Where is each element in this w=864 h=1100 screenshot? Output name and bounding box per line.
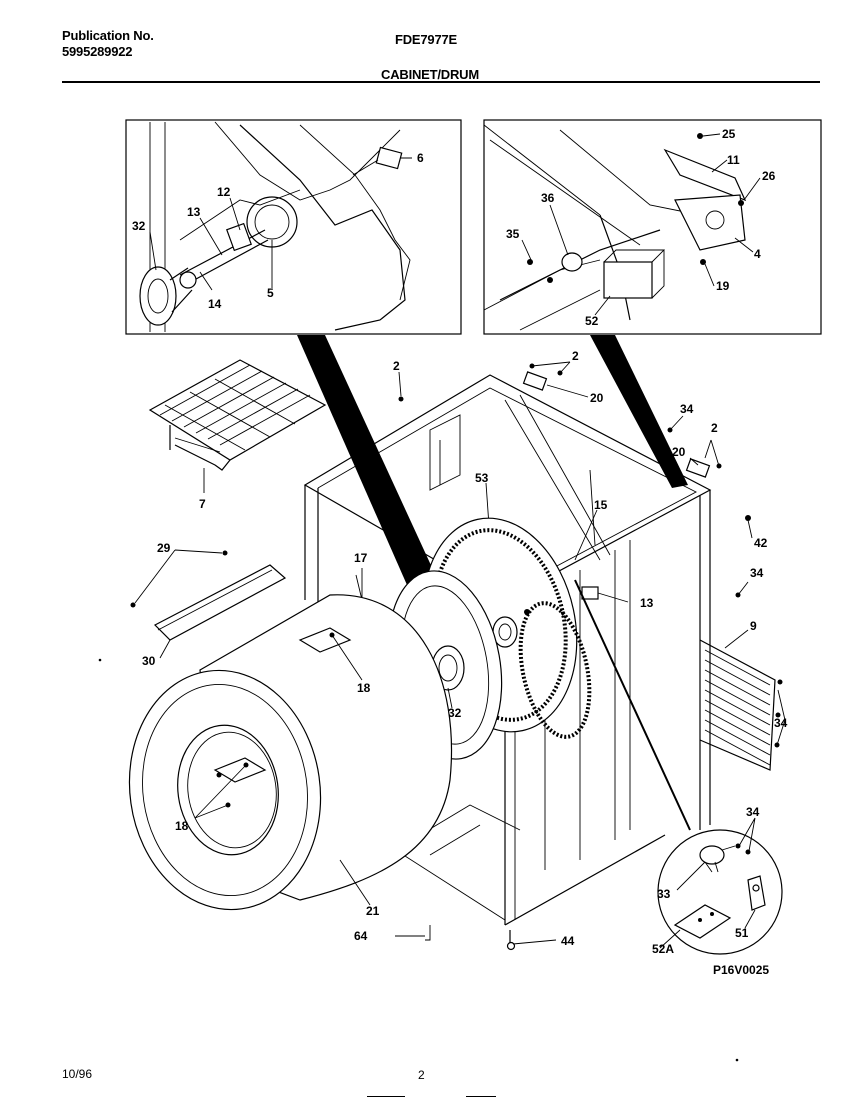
callout-2-cab: 2 (572, 349, 579, 363)
callout-17: 17 (354, 551, 368, 565)
callout-52A: 52A (652, 942, 674, 956)
callout-36: 36 (541, 191, 555, 205)
footer-page-number: 2 (418, 1068, 425, 1082)
callout-32: 32 (132, 219, 146, 233)
callout-2-right: 2 (711, 421, 718, 435)
callout-21: 21 (366, 904, 380, 918)
callout-34-screen: 34 (774, 716, 788, 730)
baffle: 29 30 (130, 541, 287, 668)
callout-32-drum: 32 (448, 706, 462, 720)
callout-34-mid: 34 (750, 566, 764, 580)
callout-5: 5 (267, 286, 274, 300)
callout-34-detail: 34 (746, 805, 760, 819)
drum: 18 18 21 (128, 594, 453, 918)
callout-14: 14 (208, 297, 222, 311)
callout-29: 29 (157, 541, 171, 555)
callout-64: 64 (354, 929, 368, 943)
detail-beam-right (590, 335, 688, 488)
callout-20-right: 20 (672, 445, 686, 459)
callout-34-top: 34 (680, 402, 694, 416)
diagram-code: P16V0025 (713, 963, 769, 977)
callout-19: 19 (716, 279, 730, 293)
footer-mark-right (466, 1096, 496, 1097)
callout-18-front: 18 (175, 819, 189, 833)
callout-13: 13 (640, 596, 654, 610)
inset-left: 6 12 13 32 14 5 (125, 119, 462, 335)
callout-33: 33 (657, 887, 671, 901)
callout-35: 35 (506, 227, 520, 241)
publication-number: 5995289922 (62, 44, 133, 59)
callout-25: 25 (722, 127, 736, 141)
drying-rack: 7 2 (148, 359, 404, 511)
callout-51: 51 (735, 926, 749, 940)
callout-13: 13 (187, 205, 201, 219)
callout-26: 26 (762, 169, 776, 183)
callout-18-top: 18 (357, 681, 371, 695)
callout-44: 44 (561, 934, 575, 948)
callout-42: 42 (754, 536, 768, 550)
callout-15: 15 (594, 498, 608, 512)
footer-mark-left (367, 1096, 405, 1097)
footer-date: 10/96 (62, 1067, 93, 1081)
callout-7: 7 (199, 497, 206, 511)
inset-right: 25 11 26 36 35 4 19 52 (483, 119, 822, 335)
header-rule (62, 81, 820, 83)
scan-dot (98, 658, 102, 662)
callout-9: 9 (750, 619, 757, 633)
callout-53: 53 (475, 471, 489, 485)
callout-6: 6 (417, 151, 424, 165)
callout-2-top: 2 (393, 359, 400, 373)
publication-label: Publication No. (62, 28, 154, 43)
model-number: FDE7977E (395, 32, 457, 47)
callout-4: 4 (754, 247, 761, 261)
detail-circle: 34 33 52A 51 (574, 579, 783, 956)
callout-20-top: 20 (590, 391, 604, 405)
callout-11: 11 (727, 153, 740, 167)
section-title: CABINET/DRUM (381, 67, 479, 82)
scan-dot (735, 1058, 739, 1062)
callout-12: 12 (217, 185, 231, 199)
callout-30: 30 (142, 654, 156, 668)
callout-52: 52 (585, 314, 599, 328)
